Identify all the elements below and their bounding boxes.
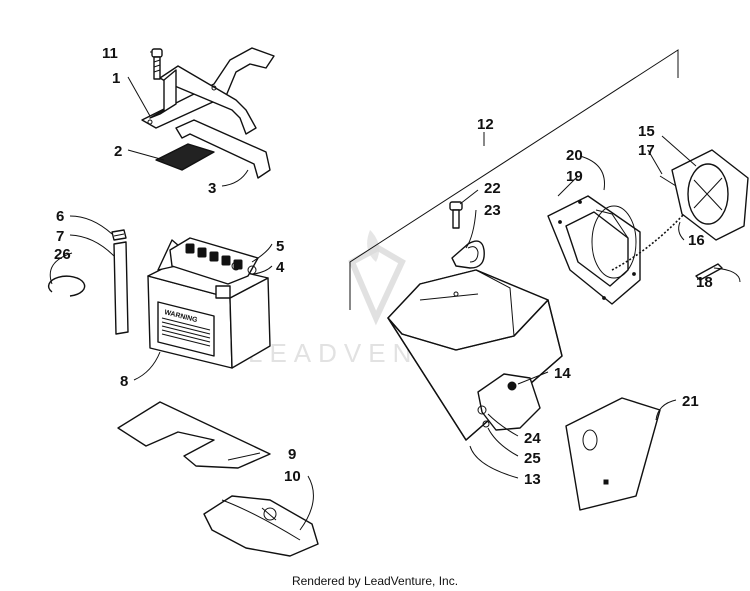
callout-19: 19 <box>566 168 583 185</box>
part-7-vent-tube <box>113 241 129 335</box>
callout-10: 10 <box>284 468 301 485</box>
part-14-screw <box>507 381 517 391</box>
part-25-nut <box>482 420 490 428</box>
callout-labels: 11 1 2 3 5 4 6 7 26 8 9 10 12 22 23 20 1… <box>54 45 713 488</box>
callout-9: 9 <box>288 446 296 463</box>
callout-3: 3 <box>208 180 216 197</box>
callout-21: 21 <box>682 393 699 410</box>
part-13-battery-box <box>387 269 563 441</box>
callout-12: 12 <box>477 116 494 133</box>
callout-23: 23 <box>484 202 501 219</box>
part-9-mat <box>117 401 271 469</box>
part-3-retainer <box>175 119 271 179</box>
callout-11: 11 <box>102 45 118 62</box>
part-2-pad <box>155 143 215 171</box>
leader-lines <box>49 51 741 531</box>
callout-22: 22 <box>484 180 501 197</box>
callout-16: 16 <box>688 232 705 249</box>
callout-1: 1 <box>112 70 120 87</box>
part-15-cap <box>671 149 749 241</box>
part-22-screw <box>449 201 463 229</box>
callout-17: 17 <box>638 142 655 159</box>
callout-20: 20 <box>566 147 583 164</box>
callout-24: 24 <box>524 430 541 447</box>
callout-2: 2 <box>114 143 122 160</box>
callout-15: 15 <box>638 123 655 140</box>
assembly-bracket <box>349 49 679 310</box>
part-11-screw <box>151 48 163 80</box>
callout-8: 8 <box>120 373 128 390</box>
callout-26: 26 <box>54 246 71 263</box>
part-6-cap <box>111 229 127 241</box>
part-16-chain <box>611 213 685 271</box>
callout-4: 4 <box>276 259 285 276</box>
part-8-battery: WARNING <box>147 237 271 369</box>
callout-6: 6 <box>56 208 64 225</box>
part-26-clip <box>47 275 86 297</box>
callout-14: 14 <box>554 365 571 382</box>
part-10-cover <box>203 495 319 557</box>
part-17-pin <box>659 175 677 187</box>
callout-18: 18 <box>696 274 713 291</box>
callout-25: 25 <box>524 450 541 467</box>
callout-7: 7 <box>56 228 64 245</box>
footer-credit: Rendered by LeadVenture, Inc. <box>292 574 458 588</box>
callout-13: 13 <box>524 471 541 488</box>
part-23-clamp <box>451 240 485 269</box>
part-19-20-flange-ring <box>547 195 641 305</box>
part-24-washer <box>477 405 487 415</box>
callout-5: 5 <box>276 238 284 255</box>
part-21-panel <box>565 397 661 511</box>
part-1-hold-down-bracket <box>141 47 275 135</box>
